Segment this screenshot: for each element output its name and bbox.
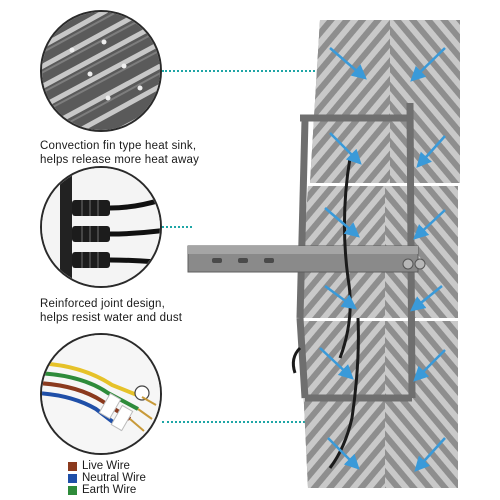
legend-item-live: Live Wire xyxy=(68,460,146,472)
connector-line xyxy=(162,421,337,423)
feature-caption-line: Convection fin type heat sink, xyxy=(40,140,197,152)
earth-wire-swatch xyxy=(68,485,77,495)
legend-label: Neutral Wire xyxy=(82,472,146,484)
heat-sink-detail-image xyxy=(40,10,162,132)
feature-caption-line: helps release more heat away xyxy=(40,154,200,166)
connector-line xyxy=(162,226,192,228)
legend-label: Live Wire xyxy=(82,460,130,472)
feature-caption-heat-sink: Convection fin type heat sink, helps rel… xyxy=(40,139,199,167)
wire-legend: Live Wire Neutral Wire Earth Wire xyxy=(68,460,146,496)
flood-light-product-image xyxy=(180,18,480,498)
joint-connector-detail-image xyxy=(40,166,162,288)
light-module-top xyxy=(310,20,460,183)
mounting-bracket xyxy=(187,245,426,273)
power-cables xyxy=(291,157,360,469)
neutral-wire-swatch xyxy=(68,473,77,483)
legend-item-earth: Earth Wire xyxy=(68,484,146,496)
feature-caption-line: helps resist water and dust xyxy=(40,312,183,324)
live-wire-swatch xyxy=(68,461,77,471)
wiring-detail-image xyxy=(40,333,162,455)
legend-item-neutral: Neutral Wire xyxy=(68,472,146,484)
light-module-bottom xyxy=(300,321,458,488)
feature-caption-line: Reinforced joint design, xyxy=(40,298,165,310)
connector-line xyxy=(162,70,322,72)
feature-caption-joint: Reinforced joint design, helps resist wa… xyxy=(40,297,182,325)
airflow-arrows xyxy=(319,47,446,472)
legend-label: Earth Wire xyxy=(82,484,137,496)
